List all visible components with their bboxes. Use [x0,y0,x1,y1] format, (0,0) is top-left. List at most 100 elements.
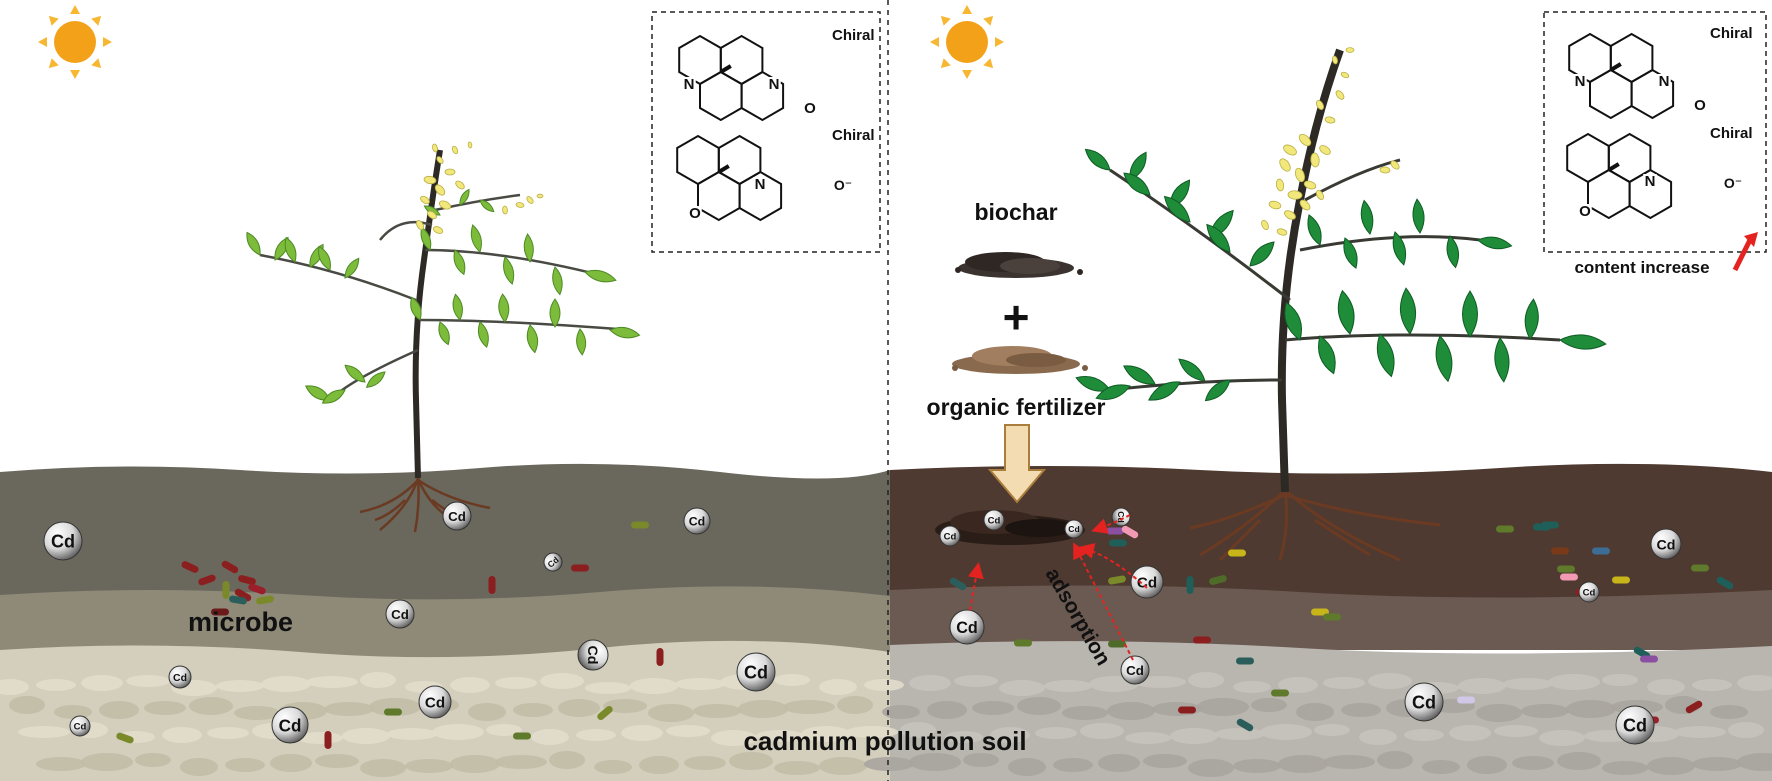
microbe [1640,655,1658,663]
pebble [576,729,616,741]
cadmium-particle: Cd [949,609,985,645]
microbe [1014,639,1032,647]
microbe [1236,718,1254,732]
leaf [452,293,463,321]
pebble [468,703,506,721]
pebble [1098,754,1140,772]
pebble [1566,700,1616,718]
pebble [1647,757,1695,775]
pebble [621,725,663,741]
adsorption-arrows [967,514,1148,661]
flower [526,196,534,204]
pebble [1404,729,1444,741]
pebble [1602,674,1638,686]
pebble [1314,724,1350,736]
microbe [1209,575,1227,585]
pebble [18,726,70,738]
content-increase-label: content increase [1574,258,1709,277]
cadmium-particle: Cd [1615,705,1655,745]
microbe [1691,564,1709,572]
cadmium-particle: Cd [577,639,609,671]
pebble [495,755,547,769]
flower [1310,152,1320,168]
pebble [1710,705,1748,719]
microbe [1121,525,1139,539]
pebble [369,698,421,716]
microbe [1271,689,1289,697]
soil-mid-layer-left [0,586,890,660]
soil-top-layer-left [0,463,890,600]
cadmium-particle: Cd [543,552,563,572]
down-arrow-icon [987,424,1047,504]
cadmium-particle: Cd [43,521,83,561]
flower [1303,180,1317,190]
cadmium-particle: Cd [69,715,91,737]
pebble [1233,681,1271,693]
leaf [318,245,331,271]
leaf [246,231,261,256]
pebble [999,680,1045,696]
leaf [1494,337,1510,383]
svg-text:Cd: Cd [1116,511,1126,522]
pebble [324,702,374,716]
svg-text:Cd: Cd [1583,588,1596,599]
sun-ray [983,58,994,69]
pebble [1512,756,1554,770]
svg-text:Cd: Cd [391,607,409,622]
microbes [116,521,1734,749]
flower [1275,178,1285,192]
pebble [180,758,218,776]
microbe [1612,576,1630,584]
microbe-label: microbe [188,607,293,637]
leaf [453,249,466,276]
microbe [222,581,230,599]
pebble [711,730,757,746]
leaf [1307,214,1322,246]
atom-label: N [1659,73,1670,90]
svg-text:Cd: Cd [51,532,75,552]
pebble [387,728,437,740]
pebble [1017,697,1061,715]
flower [1345,47,1355,53]
pebble [135,753,171,767]
flower [438,200,452,210]
leaf [1360,199,1374,235]
leaf [1399,287,1417,335]
flower [436,156,444,164]
microbe [248,583,266,595]
leaf [609,326,641,339]
atom-label: O [1579,203,1591,220]
atom-label: O [1694,97,1706,114]
flower [1287,190,1303,200]
leaf [1337,289,1355,335]
pebble [1521,704,1569,718]
flower [434,184,446,196]
pebble [837,696,873,714]
svg-text:Cd: Cd [1623,716,1647,736]
leaf [1249,241,1275,267]
ring-bond [1628,168,1673,220]
leaf [1343,237,1358,269]
leaf [1412,198,1425,234]
flower [432,143,438,153]
pebble [1107,702,1155,720]
sun-ray [91,58,102,69]
pebble [882,705,920,719]
leaf [1462,290,1478,338]
pebble [594,760,632,774]
pebble [513,703,553,717]
pebble [1143,754,1187,768]
flower [432,226,444,234]
cadmium-particle: Cd [1578,581,1600,603]
pebble [36,679,76,691]
pebble [774,674,810,686]
pebble [954,675,998,687]
leaf [410,296,422,321]
pebble [1278,755,1328,773]
ring-bond [740,70,785,122]
pebble [909,675,951,691]
pebble [1233,759,1281,773]
atom-label: O [689,205,701,222]
pebble [531,729,569,745]
